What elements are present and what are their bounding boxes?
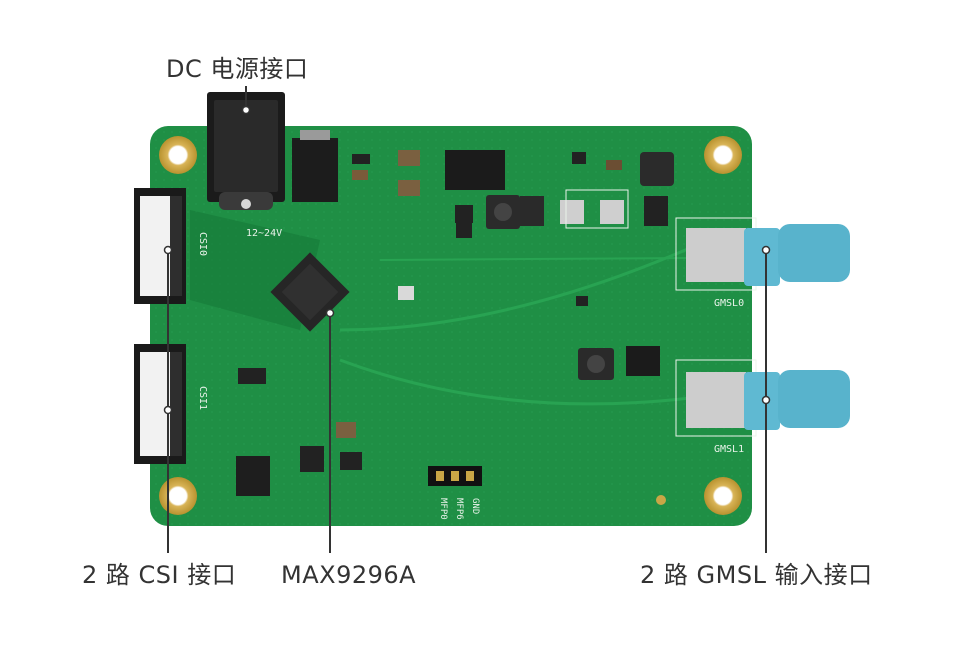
chip-callout: MAX9296A [281,561,417,589]
csi0-silkscreen: CSI0 [197,232,208,256]
gmsl0-silkscreen: GMSL0 [714,298,744,309]
gmsl0-connector [675,217,850,291]
gmsl1-connector [675,359,850,437]
header-pins [428,466,482,486]
gmsl-callout: 2 路 GMSL 输入接口 [640,561,873,589]
dc-power-callout: DC 电源接口 [166,55,309,83]
csi-callout: 2 路 CSI 接口 [82,561,237,589]
mounting-hole [704,136,742,174]
csi1-silkscreen: CSI1 [197,386,208,410]
mounting-hole [159,477,197,515]
mfp0-silkscreen: MFP0 [438,498,448,520]
gmsl1-silkscreen: GMSL1 [714,444,744,455]
dc-power-jack [207,92,285,210]
gnd-silkscreen: GND [470,498,480,514]
csi0-connector [134,188,186,304]
mfp6-silkscreen: MFP6 [454,498,464,520]
voltage-silkscreen: 12~24V [246,228,282,239]
csi1-connector [134,344,186,464]
mounting-hole [704,477,742,515]
mounting-hole [159,136,197,174]
